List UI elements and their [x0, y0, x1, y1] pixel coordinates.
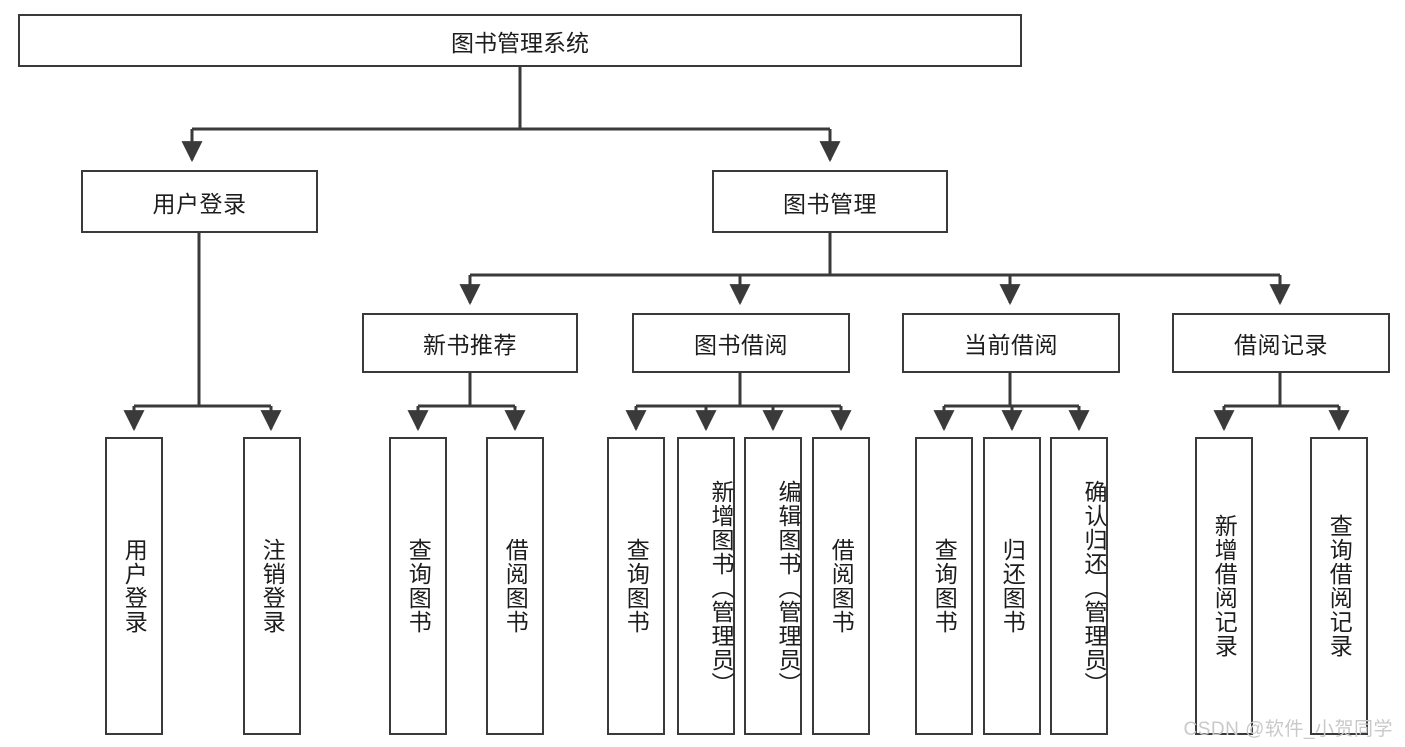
leaf-label: 查询图书 [405, 538, 432, 634]
node-leaf-query-book-borrow[interactable]: 查询图书 [607, 437, 665, 735]
leaf-label: 借阅图书 [828, 538, 855, 634]
leaf-label: 确认归还（管理员） [1081, 480, 1107, 696]
leaf-label: 编辑图书（管理员） [775, 480, 801, 696]
node-leaf-user-login[interactable]: 用户登录 [105, 437, 163, 735]
leaf-label: 查询图书 [931, 538, 958, 634]
node-leaf-borrow-book[interactable]: 借阅图书 [812, 437, 870, 735]
node-leaf-query-borrow-record[interactable]: 查询借阅记录 [1310, 437, 1368, 735]
node-new-book-recommend[interactable]: 新书推荐 [362, 313, 578, 373]
node-user-login[interactable]: 用户登录 [81, 170, 318, 233]
watermark-text: CSDN @软件_小贺同学 [1183, 719, 1393, 740]
node-leaf-logout[interactable]: 注销登录 [243, 437, 301, 735]
node-leaf-edit-book-admin[interactable]: 编辑图书（管理员） [744, 437, 802, 735]
node-root[interactable]: 图书管理系统 [18, 14, 1022, 67]
node-borrow-record[interactable]: 借阅记录 [1172, 313, 1390, 373]
node-leaf-confirm-return-admin[interactable]: 确认归还（管理员） [1050, 437, 1108, 735]
leaf-label: 用户登录 [121, 538, 148, 634]
leaf-label: 借阅图书 [502, 538, 529, 634]
leaf-label: 归还图书 [999, 538, 1026, 634]
node-leaf-query-book-current[interactable]: 查询图书 [915, 437, 973, 735]
node-current-borrow[interactable]: 当前借阅 [902, 313, 1120, 373]
node-leaf-borrow-book-rec[interactable]: 借阅图书 [486, 437, 544, 735]
leaf-label: 查询图书 [623, 538, 650, 634]
node-leaf-add-borrow-record[interactable]: 新增借阅记录 [1195, 437, 1253, 735]
leaf-label: 新增图书（管理员） [708, 480, 734, 696]
node-book-borrow[interactable]: 图书借阅 [632, 313, 850, 373]
leaf-label: 查询借阅记录 [1326, 514, 1353, 658]
leaf-label: 新增借阅记录 [1211, 514, 1238, 658]
node-leaf-return-book[interactable]: 归还图书 [983, 437, 1041, 735]
node-leaf-add-book-admin[interactable]: 新增图书（管理员） [677, 437, 735, 735]
leaf-label: 注销登录 [259, 538, 286, 634]
node-leaf-query-book-rec[interactable]: 查询图书 [389, 437, 447, 735]
node-book-manage[interactable]: 图书管理 [712, 170, 948, 233]
